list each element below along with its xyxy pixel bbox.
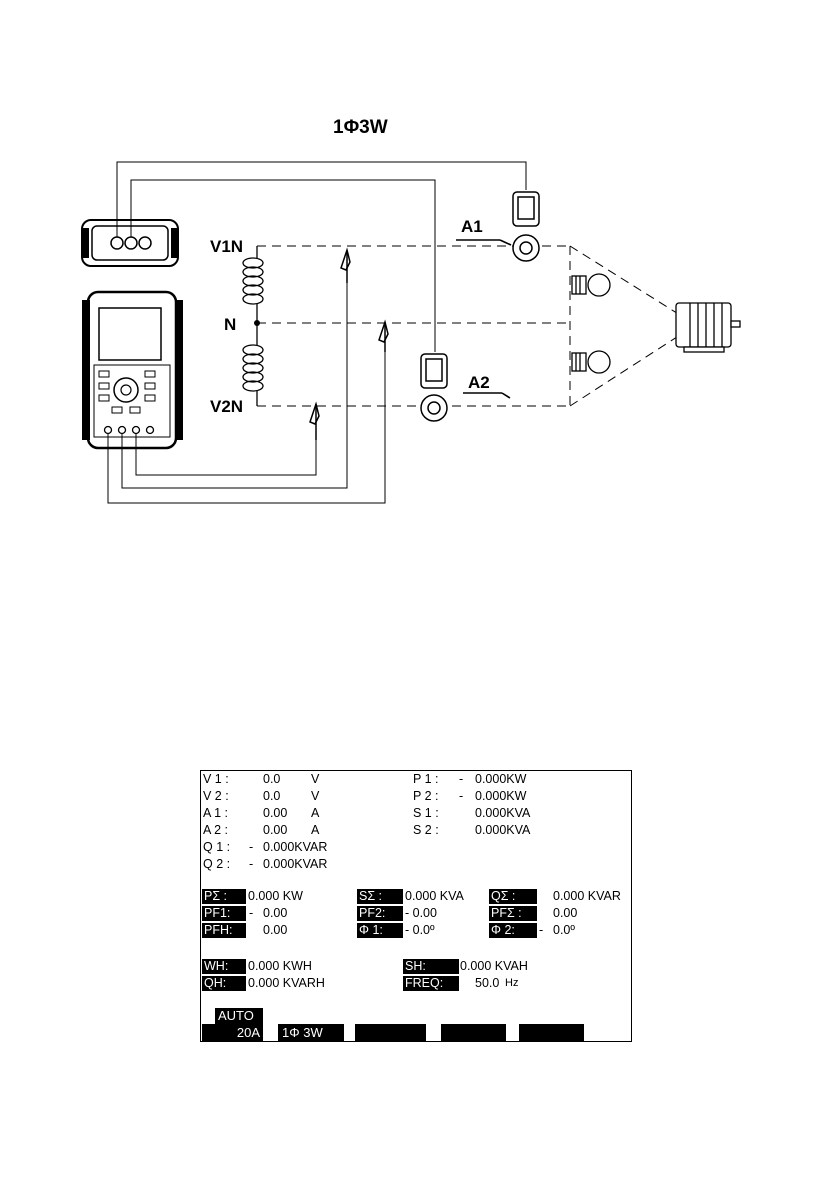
- wh-label: WH:: [202, 959, 246, 974]
- a2-value: 0.00: [263, 823, 288, 837]
- p-total-value: 0.000 KW: [248, 889, 303, 903]
- sh-value: 0.000 KVAH: [460, 959, 528, 973]
- pt-label: PT:: [536, 1042, 556, 1057]
- lcd-display: V 1 : 0.0 V V 2 : 0.0 V A 1 : 0.00 A A 2…: [200, 770, 632, 1074]
- s2-label: S 2 :: [413, 823, 439, 837]
- a1-unit: A: [311, 806, 320, 820]
- s2-value: 0.000KVA: [475, 823, 531, 837]
- s-total-value: 0.000 KVA: [405, 889, 464, 903]
- ct-indicator: CT: 1: [441, 1024, 506, 1074]
- pf2-label: PF2:: [357, 906, 403, 921]
- sec-value: 2: [407, 1059, 415, 1074]
- pf1-value: 0.00: [263, 906, 288, 920]
- pfh-label: PFH:: [202, 923, 246, 938]
- motor: [675, 302, 741, 353]
- q-total-label: QΣ :: [489, 889, 537, 904]
- q2-label: Q 2 :: [203, 857, 231, 871]
- v2-unit: V: [311, 789, 320, 803]
- s1-value: 0.000KVA: [475, 806, 531, 820]
- voltage-probe-v1: [340, 247, 351, 283]
- phi2-sign: -: [539, 923, 544, 937]
- current-clamp-a2: [420, 353, 448, 422]
- pfh-value: 0.00: [263, 923, 288, 937]
- p1-sign: -: [459, 772, 464, 786]
- ct-value: 1: [491, 1059, 499, 1074]
- q2-value: 0.000KVAR: [263, 857, 328, 871]
- clamp-wires: [116, 161, 527, 352]
- label-n: N: [224, 315, 236, 334]
- p2-value: 0.000KW: [475, 789, 527, 803]
- phi2-label: Φ 2:: [489, 923, 537, 938]
- source-coils: [242, 246, 264, 406]
- pf-total-value: 0.00: [553, 906, 578, 920]
- arrow-a2: [463, 392, 511, 399]
- wiring-diagram: 1Φ3W: [81, 117, 741, 504]
- label-a1: A1: [461, 217, 483, 236]
- pf1-label: PF1:: [202, 906, 246, 921]
- current-clamp-a1: [512, 191, 540, 262]
- q1-label: Q 1 :: [203, 840, 231, 854]
- a1-label: A 1 :: [203, 806, 229, 820]
- sec-indicator: SEC: 2: [355, 1024, 426, 1074]
- sec-label: SEC:: [372, 1042, 403, 1057]
- label-v2n: V2N: [210, 397, 243, 416]
- p-total-label: PΣ :: [202, 889, 246, 904]
- p1-label: P 1 :: [413, 772, 439, 786]
- freq-label: FREQ:: [403, 976, 459, 991]
- voltage-probe-v2: [309, 401, 320, 440]
- ct-label: CT:: [458, 1042, 478, 1057]
- p2-label: P 2 :: [413, 789, 439, 803]
- wh-value: 0.000 KWH: [248, 959, 312, 973]
- v1-value: 0.0: [263, 772, 281, 786]
- freq-unit: Hz: [505, 977, 519, 989]
- clamp-adapter: [81, 219, 179, 267]
- sh-label: SH:: [403, 959, 459, 974]
- system-indicator: 1Φ 3W: [278, 1024, 344, 1041]
- diagram-title: 1Φ3W: [333, 117, 388, 138]
- label-v1n: V1N: [210, 237, 243, 256]
- q1-sign: -: [249, 840, 254, 854]
- voltage-lead-wires: [107, 272, 386, 504]
- v1-unit: V: [311, 772, 320, 786]
- phi2-value: 0.0º: [553, 923, 575, 937]
- phi1-value: - 0.0º: [405, 923, 435, 937]
- range-indicator: 20A: [202, 1024, 263, 1041]
- pf1-sign: -: [249, 906, 254, 920]
- q1-value: 0.000KVAR: [263, 840, 328, 854]
- voltage-probe-n: [378, 319, 389, 352]
- s-total-label: SΣ :: [357, 889, 403, 904]
- label-a2: A2: [468, 373, 490, 392]
- pt-value: 1: [569, 1059, 577, 1074]
- pf2-value: - 0.00: [405, 906, 437, 920]
- qh-label: QH:: [202, 976, 246, 991]
- a2-label: A 2 :: [203, 823, 229, 837]
- p1-value: 0.000KW: [475, 772, 527, 786]
- v2-value: 0.0: [263, 789, 281, 803]
- pf-total-label: PFΣ :: [489, 906, 537, 921]
- a2-unit: A: [311, 823, 320, 837]
- s1-label: S 1 :: [413, 806, 439, 820]
- q-total-value: 0.000 KVAR: [553, 889, 621, 903]
- a1-value: 0.00: [263, 806, 288, 820]
- v1-label: V 1 :: [203, 772, 229, 786]
- p2-sign: -: [459, 789, 464, 803]
- freq-value: 50.0: [475, 976, 500, 990]
- power-analyzer-meter: [82, 290, 183, 450]
- pt-indicator: PT: 1: [519, 1024, 584, 1074]
- lamp-upper: [571, 273, 611, 297]
- lamp-lower: [571, 350, 611, 374]
- phi1-label: Φ 1:: [357, 923, 403, 938]
- arrow-a1: [456, 239, 512, 246]
- q2-sign: -: [249, 857, 254, 871]
- qh-value: 0.000 KVARH: [248, 976, 325, 990]
- v2-label: V 2 :: [203, 789, 229, 803]
- mode-indicator: AUTO: [215, 1008, 263, 1024]
